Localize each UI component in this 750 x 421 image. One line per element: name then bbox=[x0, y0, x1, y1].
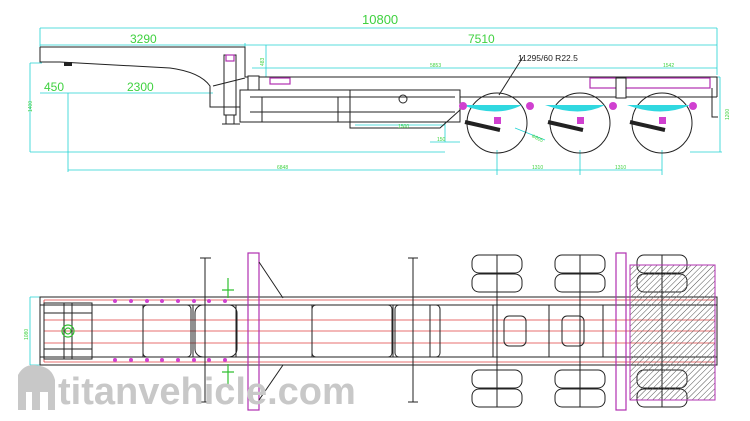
mid-support bbox=[408, 257, 418, 403]
dim-axle-spacing-1: 1310 bbox=[532, 165, 543, 171]
bolt-holes bbox=[113, 299, 227, 362]
gooseneck bbox=[39, 46, 250, 108]
elephant-logo bbox=[18, 365, 55, 410]
dim-frame-drop: 150 bbox=[437, 137, 446, 143]
dim-wheel-diameter: Φ805 bbox=[530, 133, 544, 144]
landing-leg-axle bbox=[200, 257, 211, 403]
landing-gear-crank bbox=[222, 278, 234, 384]
dim-rear-section: 1542 bbox=[663, 63, 674, 69]
dim-main-deck: 5853 bbox=[430, 63, 441, 69]
dim-front-overhang: 450 bbox=[44, 80, 64, 94]
rear-cross-beam bbox=[615, 252, 627, 411]
dim-kingpin-to-neck: 2300 bbox=[127, 80, 154, 94]
dim-step-height: 483 bbox=[260, 57, 266, 66]
side-view: 10800 3290 7510 450 2300 1400 483 6848 5… bbox=[28, 12, 731, 175]
suspension-arms bbox=[464, 120, 666, 132]
dim-overall-length: 10800 bbox=[362, 12, 398, 27]
axle-group bbox=[459, 56, 697, 154]
dim-deck-length: 7510 bbox=[468, 32, 495, 46]
dim-neck-height: 1400 bbox=[28, 101, 34, 112]
cross-members bbox=[142, 304, 604, 358]
watermark-text: titanvehicle.com bbox=[58, 371, 356, 413]
dim-kingpin-to-axle: 6848 bbox=[277, 165, 288, 171]
kingpin bbox=[64, 62, 72, 66]
kingpin-plate bbox=[43, 302, 93, 360]
rear-deck-hatched bbox=[629, 264, 716, 401]
tire-spec-label: 11295/60 R22.5 bbox=[518, 53, 578, 63]
dim-axle-spacing-2: 1310 bbox=[615, 165, 626, 171]
dim-gooseneck-length: 3290 bbox=[130, 32, 157, 46]
watermark: titanvehicle.com bbox=[18, 365, 356, 413]
landing-gear bbox=[222, 54, 240, 125]
front-cross-beam bbox=[247, 252, 260, 411]
top-view: 1080 bbox=[24, 252, 718, 411]
main-frame bbox=[239, 75, 718, 129]
dim-frame-width: 1080 bbox=[24, 329, 30, 340]
dim-rear-height: 1200 bbox=[725, 109, 731, 120]
dim-center-box: 1500 bbox=[398, 124, 409, 130]
leaf-springs bbox=[462, 105, 690, 112]
